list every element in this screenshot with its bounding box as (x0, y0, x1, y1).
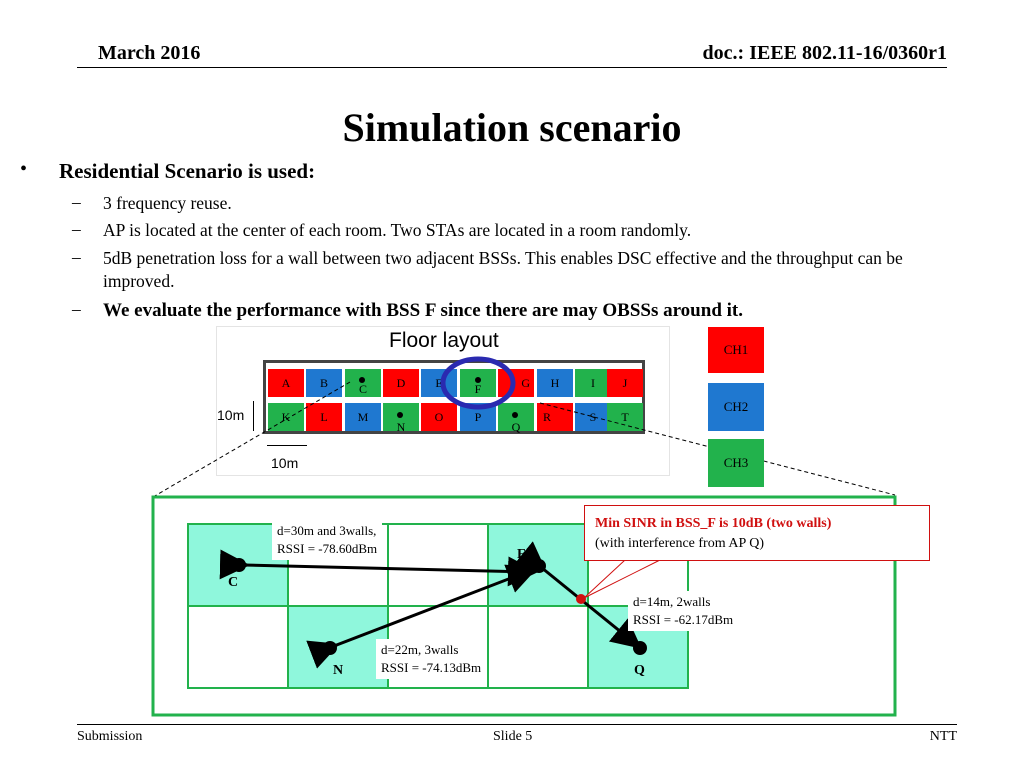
arrow-f-q (513, 541, 642, 649)
note-q-f-line1: d=14m, 2walls (633, 594, 711, 609)
footer-slide-number: Slide 5 (493, 729, 533, 744)
dim-horizontal-label: 10m (271, 455, 299, 471)
node-label-c: C (228, 575, 239, 590)
dash-2: – (72, 219, 81, 239)
node-label-f: F (517, 547, 526, 562)
bullet-sub-1: 3 frequency reuse. (103, 193, 232, 213)
ap-dot-n (397, 412, 403, 418)
bullet-main: Residential Scenario is used: (59, 159, 316, 183)
arrow-n-f (306, 564, 538, 669)
slide-title: Simulation scenario (342, 105, 682, 150)
room-j: J (607, 369, 643, 397)
bss-f-highlight (440, 356, 516, 410)
bullet-dot: • (20, 158, 28, 180)
room-s: S (575, 403, 611, 431)
detail-room-p (487, 605, 589, 689)
room-r: R (537, 403, 573, 431)
room-b: B (306, 369, 342, 397)
dim-vertical-line (253, 401, 254, 431)
bullet-sub-3: 5dB penetration loss for a wall between … (103, 248, 903, 291)
detail-frame (151, 495, 897, 717)
note-c-f-line2: RSSI = -78.60dBm (277, 541, 378, 556)
room-h: H (537, 369, 573, 397)
detail-ap-n (323, 641, 337, 655)
footer-rule (77, 724, 957, 725)
note-n-f: d=22m, 3walls RSSI = -74.13dBm (376, 639, 487, 679)
legend-ch1: CH1 (708, 327, 764, 373)
room-n: N (383, 403, 419, 434)
room-d: D (383, 369, 419, 397)
dim-horizontal-line (267, 445, 307, 446)
ap-dot-q (512, 412, 518, 418)
room-e: E (421, 369, 457, 397)
sinr-callout-title: Min SINR in BSS_F is 10dB (two walls) (595, 516, 832, 531)
header-date: March 2016 (98, 42, 201, 64)
floor-layout-title: Floor layout (389, 329, 499, 352)
footer-company: NTT (929, 729, 957, 744)
detail-room-m (187, 605, 289, 689)
room-a: A (268, 369, 304, 397)
leader-left (152, 381, 351, 498)
ap-dot-f (475, 377, 481, 383)
note-c-f-line1: d=30m and 3walls, (277, 523, 377, 538)
detail-ap-c (232, 558, 246, 572)
detail-ap-q (633, 641, 647, 655)
note-c-f: d=30m and 3walls, RSSI = -78.60dBm (272, 520, 383, 560)
dash-1: – (72, 192, 81, 212)
node-label-n: N (333, 663, 344, 678)
footer-submission: Submission (77, 729, 143, 744)
room-i: I (575, 369, 611, 397)
legend-ch2: CH2 (708, 383, 764, 431)
sinr-callout: Min SINR in BSS_F is 10dB (two walls) (w… (584, 505, 930, 561)
note-q-f: d=14m, 2walls RSSI = -62.17dBm (628, 591, 739, 631)
note-q-f-line2: RSSI = -62.17dBm (633, 612, 734, 627)
node-label-q: Q (634, 663, 645, 678)
dash-4: – (72, 299, 81, 319)
room-l: L (306, 403, 342, 431)
note-n-f-line2: RSSI = -74.13dBm (381, 660, 482, 675)
note-n-f-line1: d=22m, 3walls (381, 642, 459, 657)
header-rule (77, 67, 947, 68)
room-g: G (498, 369, 534, 397)
bullet-sub-4: We evaluate the performance with BSS F s… (103, 300, 743, 321)
legend-ch3: CH3 (708, 439, 764, 487)
dim-vertical-label: 10m (217, 407, 245, 423)
room-o: O (421, 403, 457, 431)
ap-dot-c (359, 377, 365, 383)
dash-3: – (72, 247, 81, 267)
sinr-callout-subtitle: (with interference from AP Q) (595, 536, 764, 551)
room-t: T (607, 403, 643, 431)
interference-point (576, 594, 586, 604)
detail-ap-f (532, 559, 546, 573)
room-m: M (345, 403, 381, 431)
room-c: C (345, 369, 381, 397)
header-doc-id: doc.: IEEE 802.11-16/0360r1 (702, 42, 947, 64)
bullet-sub-2: AP is located at the center of each room… (103, 220, 692, 240)
